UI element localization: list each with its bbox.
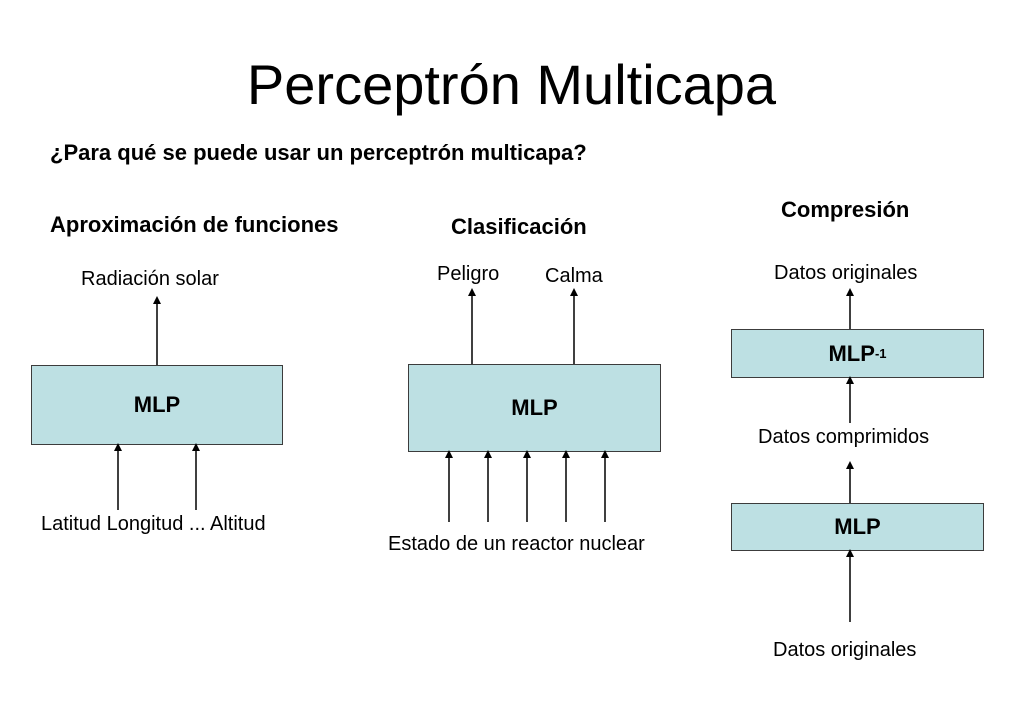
compression-top-output-label: Datos originales — [774, 262, 918, 284]
approximation-inputs-label: Latitud Longitud ... Altitud — [41, 513, 266, 535]
classification-mlp-box: MLP — [408, 364, 661, 452]
question-text: ¿Para qué se puede usar un perceptrón mu… — [50, 140, 587, 165]
classification-mlp-label: MLP — [511, 395, 558, 420]
approximation-output-label: Radiación solar — [81, 268, 219, 290]
compression-mlp-label: MLP — [834, 514, 881, 539]
compression-inverse-mlp-label: MLP — [828, 340, 875, 366]
compression-inverse-mlp-box: MLP-1 — [731, 329, 984, 378]
page-title: Perceptrón Multicapa — [246, 53, 777, 116]
compression-mlp-box: MLP — [731, 503, 984, 551]
approximation-mlp-box: MLP — [31, 365, 283, 445]
classification-output-danger: Peligro — [437, 263, 500, 285]
compression-heading: Compresión — [781, 197, 910, 222]
compression-middle-label: Datos comprimidos — [758, 426, 930, 448]
inverse-superscript: -1 — [874, 346, 887, 361]
classification-output-calm: Calma — [545, 265, 603, 287]
compression-bottom-input-label: Datos originales — [773, 639, 917, 661]
approximation-heading: Aproximación de funciones — [50, 212, 339, 237]
classification-inputs-label: Estado de un reactor nuclear — [388, 533, 645, 555]
classification-heading: Clasificación — [451, 214, 587, 239]
approximation-mlp-label: MLP — [133, 392, 181, 417]
